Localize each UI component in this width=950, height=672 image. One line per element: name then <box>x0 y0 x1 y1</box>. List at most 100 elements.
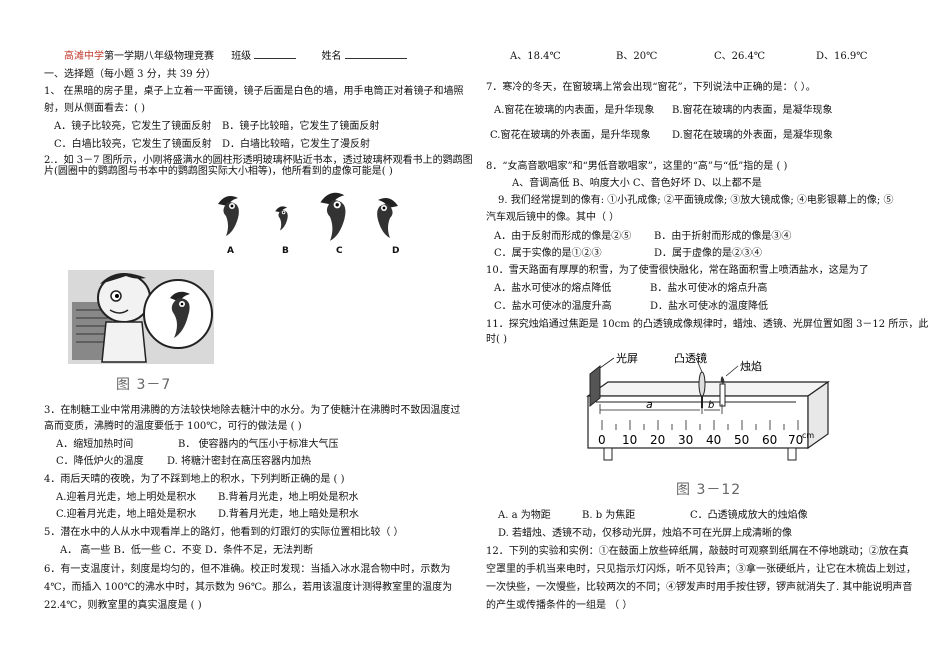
label-leaders <box>599 357 739 377</box>
q10-option-d: D．盐水可使冰的温度降低 <box>650 301 769 312</box>
name-blank[interactable] <box>344 58 407 59</box>
q6-stem-1: 6．有一支温度计，刻度是均匀的，但不准确。校正时发现：当插入冰水混合物中时，示数… <box>44 564 451 575</box>
q6-option-d: D、16.9℃ <box>816 51 868 62</box>
tick-label-50: 50 <box>734 433 749 447</box>
q3-option-d: D. 将糖汁密封在高压容器内加热 <box>167 456 312 467</box>
exam-header: 高滩中学第一学期八年级物理竞赛 班级 姓名 <box>64 51 407 63</box>
q3-stem-1: 3．在制糖工业中常用沸腾的方法较快地除去糖汁中的水分。为了使糖汁在沸腾时不致因温… <box>44 405 461 416</box>
q12-stem-1: 12．下列的实验和实例：①在鼓面上放些碎纸屑，敲鼓时可观察到纸屑在不停地跳动；②… <box>486 546 909 557</box>
class-label: 班级 <box>231 51 252 62</box>
q8-options: A、音调高低 B、响度大小 C、音色好坏 D、以上都不是 <box>512 178 762 189</box>
class-blank[interactable] <box>254 58 297 59</box>
figure-3-7-caption: 图 3－7 <box>116 377 172 393</box>
name-label: 姓名 <box>321 51 342 62</box>
optical-bench-figure: 0 10 20 30 40 50 60 70 cm a b <box>586 352 830 461</box>
q1-option-d: D．白墙比较暗，它发生了漫反射 <box>222 139 371 150</box>
q4-stem: 4．雨后天晴的夜晚，为了不踩到地上的积水，下列判断正确的是 ( ) <box>44 474 345 485</box>
q5-options: A． 高一些 B．低一些 C．不变 D．条件不足，无法判断 <box>60 545 313 556</box>
q11-stem-1: 11．探究烛焰通过焦距是 10cm 的凸透镜成像规律时，蜡烛、透镜、光屏位置如图… <box>486 319 929 330</box>
q2-label-b: B <box>282 246 289 256</box>
school-name: 高滩中学 <box>64 51 104 62</box>
dimension-lines <box>599 404 723 414</box>
label-lens: 凸透镜 <box>674 352 707 365</box>
q4-option-d: D.背着月光走，地上暗处是积水 <box>218 509 359 520</box>
q9-stem-1: 9. 我们经常提到的像有: ①小孔成像; ②平面镜成像; ③放大镜成像; ④电影… <box>498 195 894 206</box>
tick-label-10: 10 <box>622 433 637 447</box>
tick-label-60: 60 <box>762 433 777 447</box>
q10-option-b: B．盐水可使冰的熔点升高 <box>650 283 768 294</box>
convex-lens <box>698 371 706 408</box>
label-candle: 烛焰 <box>740 359 762 373</box>
q11-option-c: C．凸透镜成放大的烛焰像 <box>690 510 808 521</box>
tick-label-30: 30 <box>678 433 693 447</box>
light-screen <box>589 364 601 408</box>
q6-stem-2: 4℃，而插入 100℃的沸水中时，其示数为 96℃。那么，若用该温度计测得教室里… <box>44 582 453 593</box>
q9-stem-2: 汽车观后镜中的像。其中（ ） <box>486 212 620 223</box>
tick-label-70: 70 <box>788 433 803 447</box>
q11-stem-2: 时( ) <box>486 334 507 345</box>
tick-label-20: 20 <box>650 433 665 447</box>
q11-option-a: A. a 为物距 <box>498 510 551 521</box>
q3-option-b: B． 使容器内的气压小于标准大气压 <box>178 439 339 450</box>
q6-option-c: C、26.4℃ <box>714 51 766 62</box>
q10-option-a: A．盐水可使冰的熔点降低 <box>494 283 612 294</box>
q4-option-a: A.迎着月光走，地上明处是积水 <box>56 492 197 503</box>
q4-option-b: B.背着月光走，地上明处是积水 <box>218 492 359 503</box>
parrot-option-d-image <box>377 198 398 238</box>
q10-stem: 10．雪天路面有厚厚的积雪，为了使雪很快融化，常在路面积雪上喷洒盐水，这是为了 <box>486 265 869 276</box>
parrot-options-figure <box>218 192 398 241</box>
q12-stem-4: 的产生或传播条件的一组是 （ ） <box>486 600 633 611</box>
q7-option-d: D.窗花在玻璃的外表面，是凝华现象 <box>672 130 833 141</box>
bench-feet <box>603 447 797 461</box>
magnifier-circle <box>143 279 213 349</box>
q10-option-c: C．盐水可使冰的温度升高 <box>494 301 612 312</box>
q3-stem-2: 高而变质，沸腾时的温度要低于 100℃，可行的做法是 ( ) <box>44 421 302 432</box>
section-heading: 一、选择题（每小题 3 分，共 39 分） <box>44 69 216 80</box>
distance-b-label: b <box>708 400 714 411</box>
q9-option-a: A．由于反射而形成的像是②⑤ <box>494 231 632 242</box>
candle <box>719 376 726 407</box>
ruler-unit: cm <box>802 431 814 440</box>
bench-ruler-ticks <box>601 420 799 430</box>
q6-option-a: A、18.4℃ <box>510 51 561 62</box>
q4-option-c: C.迎着月光走，地上暗处是积水 <box>56 509 197 520</box>
q7-option-c: C.窗花在玻璃的外表面，是升华现象 <box>490 130 651 141</box>
q7-option-b: B.窗花在玻璃的内表面，是凝华现象 <box>672 105 833 116</box>
q3-option-a: A．缩短加热时间 <box>56 439 134 450</box>
parrot-option-b-image <box>275 206 288 231</box>
q6-option-b: B、20℃ <box>616 51 658 62</box>
parrot-option-c-image <box>320 192 346 241</box>
q1-stem-2: 射，则从侧面看去：( ) <box>44 103 145 114</box>
q6-stem-3: 22.4℃，则教室里的真实温度是 ( ) <box>44 600 202 611</box>
q9-option-b: B．由于折射而形成的像是③④ <box>654 231 792 242</box>
q1-option-a: A．镜子比较亮，它发生了镜面反射 <box>54 121 212 132</box>
q5-stem: 5．潜在水中的人从水中观看岸上的路灯，他看到的灯跟灯的实际位置相比较（ ） <box>44 527 404 538</box>
figure-3-12-caption: 图 3－12 <box>676 482 742 498</box>
q3-option-c: C．降低炉火的温度 <box>56 456 144 467</box>
boy-glass-figure <box>68 270 214 364</box>
q9-option-d: D．属于虚像的是②③④ <box>654 248 763 259</box>
q1-stem-1: 1、 在黑暗的房子里，桌子上立着一平面镜，镜子后面是白色的墙，用手电筒正对着镜子… <box>44 86 464 97</box>
exam-title: 第一学期八年级物理竞赛 <box>104 51 214 62</box>
tick-label-0: 0 <box>598 433 606 447</box>
q2-label-c: C <box>336 246 343 256</box>
distance-a-label: a <box>646 398 653 411</box>
q11-option-d: D. 若蜡烛、透镜不动，仅移动光屏，烛焰不可在光屏上成清晰的像 <box>498 528 793 539</box>
q12-stem-2: 空罩里的手机当来电时，只见指示灯闪烁，听不见铃声；③拿一张硬纸片，让它在木梳齿上… <box>486 564 916 575</box>
q12-stem-3: 一次快些，一次慢些，比较两次的不同；④锣发声时用手按住锣，锣声就消失了. 其中能… <box>486 582 913 593</box>
q2-stem-1: 2.．如 3－7 图所示，小刚将盛满水的圆柱形透明玻璃杯贴近书本，透过玻璃杯观看… <box>44 155 473 166</box>
q2-label-d: D <box>392 246 400 256</box>
q2-stem-2: 片(圆圈中的鹦鹉图与书本中的鹦鹉图实际大小相等)，他所看到的虚像可能是( ) <box>44 166 393 177</box>
label-screen: 光屏 <box>616 352 638 365</box>
q2-label-a: A <box>227 246 234 256</box>
q7-stem: 7．寒冷的冬天，在窗玻璃上常会出现“窗花”，下列说法中正确的是：（ ）。 <box>486 82 816 93</box>
q1-option-c: C．白墙比较亮，它发生了镜面反射 <box>54 139 212 150</box>
q1-option-b: B．镜子比较暗，它发生了镜面反射 <box>222 121 380 132</box>
q9-option-c: C．属于实像的是①②③ <box>494 248 602 259</box>
parrot-option-a-image <box>218 196 239 236</box>
q11-option-b: B. b 为焦距 <box>582 510 636 521</box>
q8-stem: 8．“女高音歌唱家”和“男低音歌唱家”，这里的“高”与“低”指的是 ( ) <box>486 161 788 172</box>
q7-option-a: A.窗花在玻璃的内表面，是升华现象 <box>494 105 655 116</box>
bench-body <box>586 380 830 450</box>
tick-label-40: 40 <box>706 433 721 447</box>
